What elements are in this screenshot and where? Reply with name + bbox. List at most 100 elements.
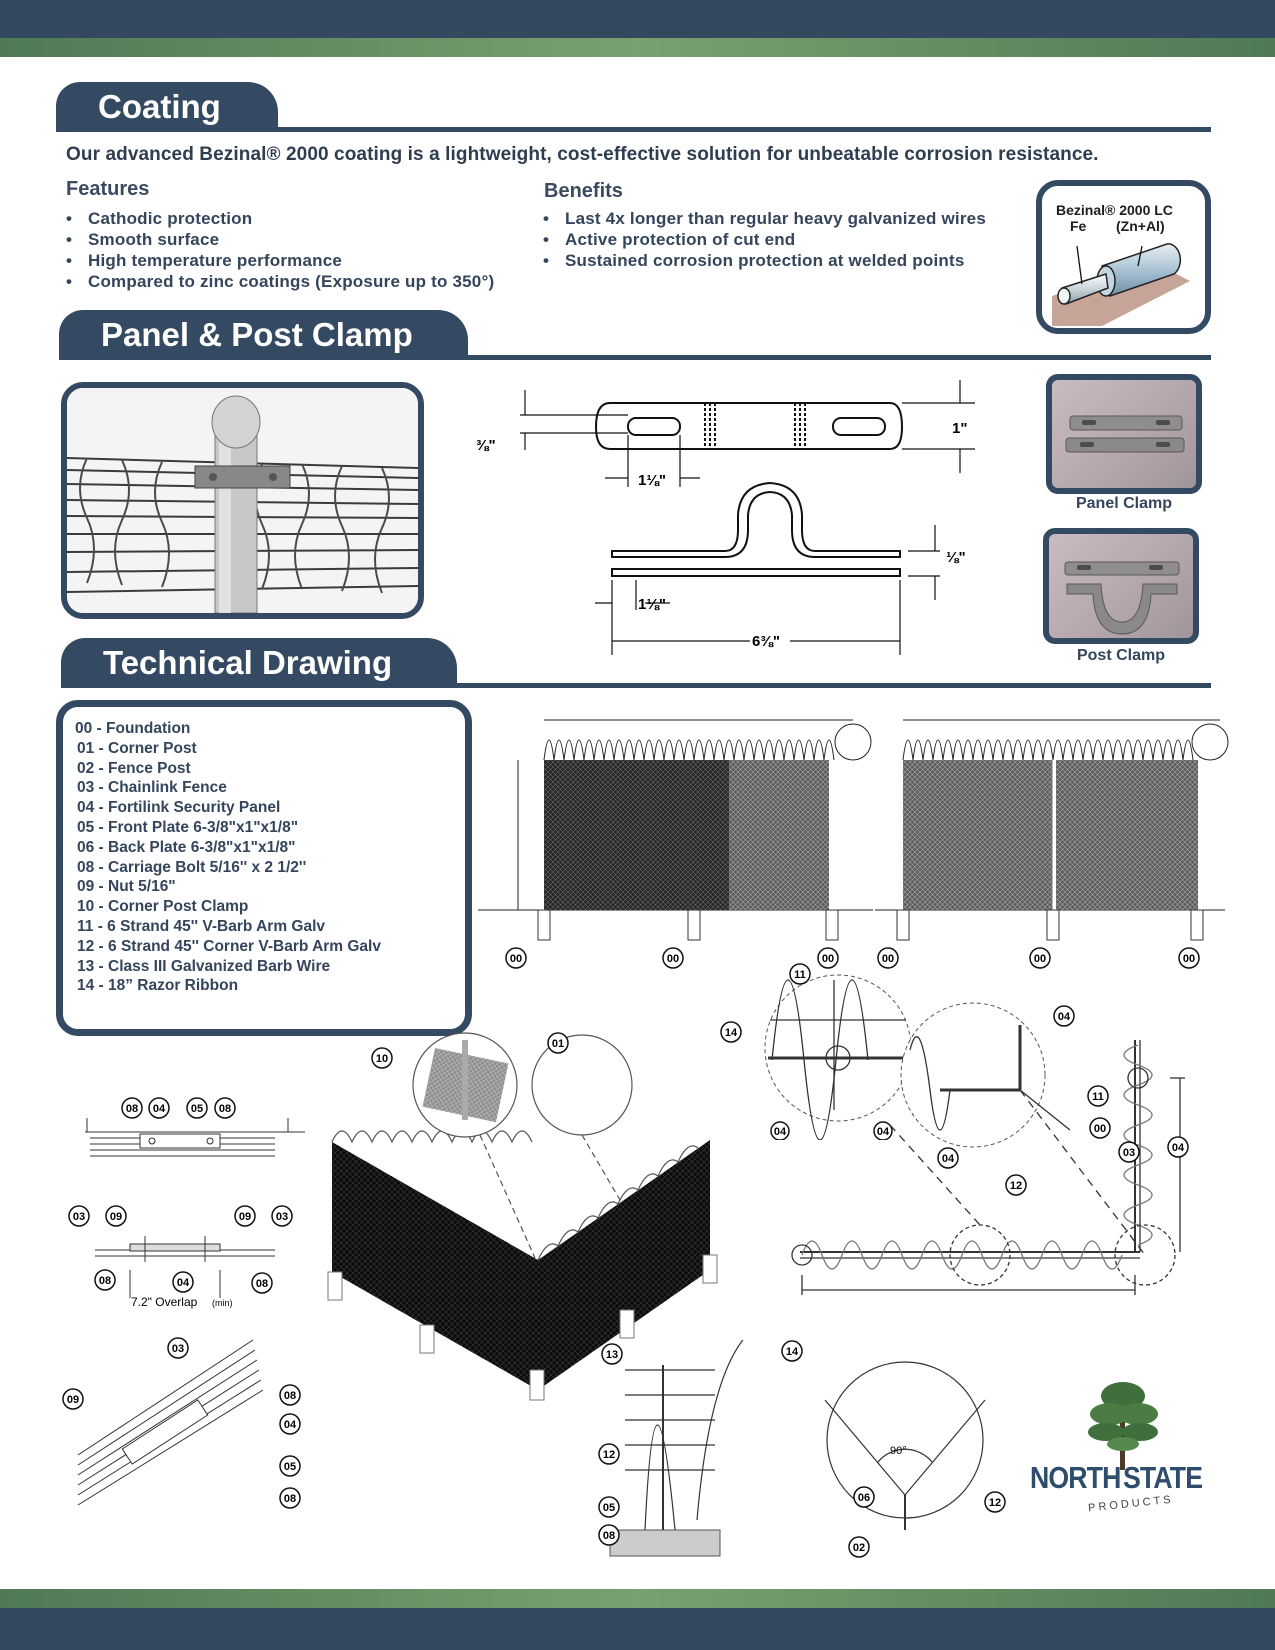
legend-item: 13 - Class III Galvanized Barb Wire [77,957,331,975]
tag-label: 08 [284,1390,296,1402]
post-clamp-caption: Post Clamp [1076,647,1165,664]
parts-legend: 00 - Foundation 01 - Corner Post 02 - Fe… [75,719,381,996]
post-clamp-photo [1043,528,1199,644]
dim-length-label: 6⅜" [752,633,780,650]
legend-item: 06 - Back Plate 6-3/8"x1"x1/8" [77,838,296,856]
wire-coating-diagram: Bezinal® 2000 LC Fe (Zn+Al) [1036,180,1211,334]
detail-corner-plan: 04 04 12 11 00 03 04 [791,1002,1189,1295]
fence-clamp-illustration [67,388,418,613]
legend-item: 11 - 6 Strand 45'' V-Barb Arm Galv [77,917,326,935]
tag-label: 14 [725,1027,738,1039]
tag-label: 05 [603,1502,615,1514]
tag-label: 13 [606,1349,618,1361]
top-accent-band [0,38,1275,57]
tag-label: 08 [126,1103,138,1115]
isometric-corner-fence: 10 01 [327,1032,718,1401]
list-item: Cathodic protection [66,208,546,229]
tag-label: 12 [603,1449,615,1461]
elevation-drawing-right: 00 00 00 [875,719,1229,969]
tag-label: 14 [786,1346,799,1358]
brand-name-left: NORTH [1030,1460,1121,1495]
legend-item: 01 - Corner Post [77,739,197,757]
tag-label: 04 [177,1277,190,1289]
tag-label: 08 [219,1103,231,1115]
tag-label: 11 [794,969,806,981]
section-rule-panel-clamp [59,355,1211,360]
tag-label: 12 [989,1497,1001,1509]
detail-overlap: 03 09 09 03 08 04 08 7.2" Overlap (min) [68,1205,293,1309]
detail-barrier-section: 90° 13 14 12 05 08 06 02 12 [598,1340,1006,1558]
tag-label: 08 [284,1493,296,1505]
list-item: High temperature performance [66,250,546,271]
tag-label: 10 [376,1053,388,1065]
clamp-dimension-drawing: 1" ⅜" 1⅛" ⅛" 1⅛" 6⅜" [476,380,975,655]
tag-label: 04 [1058,1011,1071,1023]
overlap-min-label: (min) [212,1298,233,1308]
panel-clamp-photo [1046,374,1202,494]
dim-slot-label: 1⅛" [638,472,666,489]
section-title-technical-drawing: Technical Drawing [61,638,457,688]
tag-label: 04 [774,1126,787,1138]
coated-wire-icon [1052,243,1190,326]
tag-label: 03 [172,1343,184,1355]
list-item: Active protection of cut end [543,229,1023,250]
angle-label: 90° [890,1445,907,1457]
tag-label: 04 [284,1419,297,1431]
tag-label: 00 [1034,953,1046,965]
tag-label: 06 [858,1492,870,1504]
legend-item: 03 - Chainlink Fence [77,779,227,797]
bottom-accent-band [0,1589,1275,1608]
tag-label: 00 [667,953,679,965]
section-rule-coating [56,127,1211,132]
tag-label: 01 [552,1038,564,1050]
tag-label: 08 [256,1278,268,1290]
tag-label: 00 [1183,953,1195,965]
tag-label: 03 [1123,1147,1135,1159]
tag-label: 04 [942,1153,955,1165]
top-band [0,0,1275,38]
fence-clamp-photo [61,382,424,619]
legend-item: 12 - 6 Strand 45'' Corner V-Barb Arm Gal… [77,937,381,955]
tag-label: 03 [73,1211,85,1223]
detail-panel-plates: 08 04 05 08 [85,1097,305,1157]
section-title-panel-clamp: Panel & Post Clamp [59,310,468,360]
panel-clamp-caption: Panel Clamp [1075,495,1173,512]
detail-iso-panel: 03 09 08 04 05 08 [62,1337,301,1509]
wire-label-znal: (Zn+Al) [1116,218,1165,234]
brand-tagline: PRODUCTS [1087,1493,1175,1515]
list-item: Compared to zinc coatings (Exposure up t… [66,271,546,292]
tag-label: 00 [510,953,522,965]
tag-label: 09 [67,1394,79,1406]
tag-label: 05 [191,1103,203,1115]
tag-label: 04 [1172,1142,1185,1154]
dim-plate-label: ⅛" [946,549,966,566]
legend-item: 04 - Fortilink Security Panel [77,799,281,817]
elevation-drawing-left: 00 00 00 [478,719,873,969]
features-title: Features [66,178,150,200]
panel-clamp-illustration [1065,415,1185,453]
detail-barb-arm: 11 14 04 04 [720,963,912,1140]
list-item: Sustained corrosion protection at welded… [543,250,1023,271]
benefits-list: Last 4x longer than regular heavy galvan… [543,208,1023,271]
tag-label: 09 [110,1211,122,1223]
list-item: Last 4x longer than regular heavy galvan… [543,208,1023,229]
brand-logo: NORTH STATE PRODUCTS [1028,1380,1213,1520]
legend-item: 14 - 18” Razor Ribbon [77,977,239,995]
legend-item: 08 - Carriage Bolt 5/16'' x 2 1/2'' [77,858,307,876]
parts-legend-box: 00 - Foundation 01 - Corner Post 02 - Fe… [56,700,472,1036]
tag-label: 02 [853,1542,865,1554]
legend-item: 00 - Foundation [75,720,191,737]
wire-label-product: Bezinal® 2000 LC [1056,202,1173,218]
legend-item: 02 - Fence Post [77,759,191,777]
tag-label: 03 [276,1211,288,1223]
section-title-coating: Coating [56,82,278,132]
tag-label: 08 [603,1530,615,1542]
tag-label: 04 [877,1126,890,1138]
section-rule-technical-drawing [61,683,1211,688]
tag-label: 00 [882,953,894,965]
tag-label: 00 [822,953,834,965]
dim-thickness-label: ⅜" [476,437,496,454]
tag-label: 09 [239,1211,251,1223]
legend-item: 05 - Front Plate 6-3/8"x1"x1/8" [77,818,299,836]
tag-label: 00 [1094,1123,1106,1135]
